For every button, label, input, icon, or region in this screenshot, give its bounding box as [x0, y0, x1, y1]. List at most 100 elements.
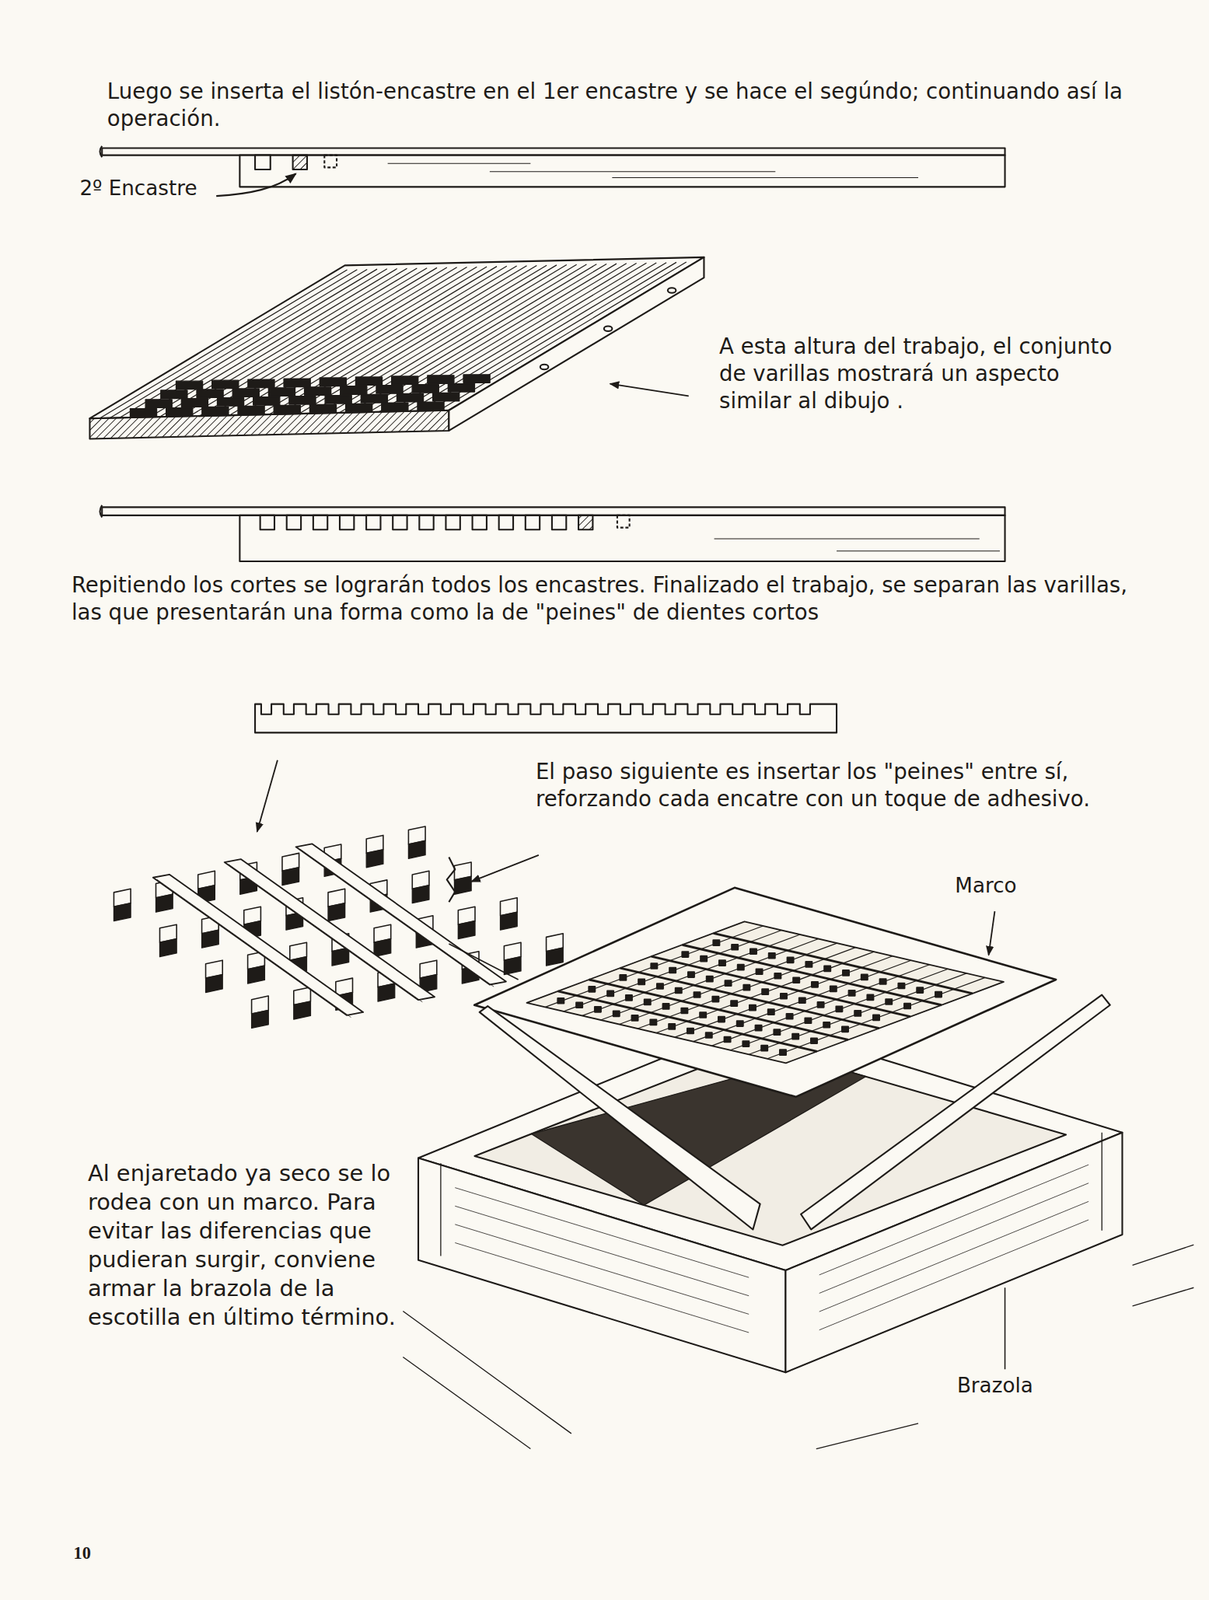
part-label: 2º Encastre — [79, 175, 253, 203]
comb-tooth-shade — [500, 911, 518, 930]
comb-block — [391, 376, 419, 385]
grating-tooth — [773, 1029, 780, 1035]
leader-arrow — [257, 760, 278, 832]
wood-grain — [819, 1219, 1089, 1331]
comb-block — [412, 384, 439, 393]
rod — [388, 263, 636, 413]
break-mark — [100, 146, 103, 158]
grating-comb — [730, 968, 948, 1050]
comb-block — [417, 401, 444, 410]
comb-tooth-shade — [202, 929, 220, 948]
joint-line — [440, 1163, 441, 1256]
notch — [260, 515, 275, 530]
wood-grain — [454, 1188, 749, 1278]
grating-tooth — [687, 1028, 694, 1035]
rod — [439, 262, 687, 411]
comb-block — [253, 397, 280, 406]
grating-tooth — [817, 1002, 825, 1008]
next-notch — [617, 515, 630, 528]
grating-tooth — [774, 973, 781, 979]
grating-tooth — [705, 1032, 713, 1038]
upper-batten — [101, 506, 1005, 515]
grating-tooth — [805, 961, 812, 968]
grating-tooth — [588, 986, 595, 993]
cross-slat — [296, 843, 507, 985]
wood-grain — [454, 1205, 749, 1296]
grating-comb — [748, 973, 967, 1055]
notch — [339, 515, 354, 530]
deck-plank — [402, 1356, 531, 1449]
wood-grain — [611, 177, 919, 179]
inserted-batten — [293, 155, 308, 170]
comb-block — [145, 399, 172, 408]
comb-tooth-shade — [328, 903, 346, 922]
comb-block — [319, 377, 346, 386]
grating-tooth — [594, 1006, 602, 1013]
comb-block — [175, 380, 203, 389]
upper-batten — [101, 147, 1005, 155]
grating-tooth — [649, 1020, 657, 1026]
grating-tooth — [619, 974, 626, 981]
grating-comb — [767, 977, 986, 1059]
joint-line — [1101, 1132, 1103, 1231]
notch — [392, 515, 407, 530]
comb-tooth-shade — [412, 885, 430, 904]
notch — [472, 515, 487, 530]
lower-board — [239, 515, 1005, 562]
comb-tooth-shade — [113, 903, 131, 922]
comb-block — [447, 384, 475, 392]
deck-plank — [1132, 1287, 1195, 1307]
comb-tooth-shade — [457, 921, 476, 940]
grating-comb — [637, 947, 856, 1029]
grating-tooth — [780, 993, 787, 1000]
grating-tooth — [650, 963, 657, 969]
instruction-note: A esta altura del trabajo, el conjunto d… — [719, 332, 1133, 416]
comb-tooth-shade — [156, 894, 174, 912]
grating-tooth — [842, 970, 850, 976]
notch — [286, 515, 301, 530]
grating-tooth — [737, 1020, 744, 1027]
grating-tooth — [799, 997, 806, 1003]
comb-block — [248, 379, 275, 388]
wood-grain — [387, 163, 532, 165]
grating-tooth — [688, 971, 695, 978]
grating-tooth — [638, 979, 645, 986]
wood-grain — [819, 1183, 1089, 1294]
rod — [398, 262, 647, 412]
grating-tooth — [724, 1037, 731, 1043]
comb-tooth-shade — [282, 867, 300, 886]
leader-arrow — [610, 384, 689, 397]
comb-tooth-shade — [251, 1009, 270, 1028]
comb-block — [345, 403, 373, 412]
grating-tooth — [725, 980, 732, 986]
grating-comb — [619, 943, 838, 1024]
comb-block — [217, 398, 245, 406]
grating-tooth — [656, 983, 664, 989]
grating-tooth — [730, 1000, 738, 1007]
grating-tooth — [786, 1013, 794, 1020]
grating-tooth — [880, 978, 887, 985]
grating-tooth — [681, 951, 689, 958]
grating-tooth — [607, 991, 614, 997]
grating-tooth — [854, 1010, 861, 1017]
grating-tooth — [756, 968, 763, 975]
grating-tooth — [755, 1025, 762, 1031]
grating-tooth — [694, 992, 701, 998]
comb-tooth-shade — [248, 965, 266, 984]
grating-tooth — [750, 948, 757, 954]
comb-block — [324, 395, 352, 404]
comb — [255, 704, 837, 734]
wood-grain — [157, 879, 351, 1017]
deck-plank — [402, 1310, 572, 1433]
instruction-note: Repitiendo los cortes se lograrán todos … — [71, 571, 1143, 627]
comb-block — [309, 404, 336, 413]
inserted-batten — [578, 515, 593, 530]
comb-block — [304, 387, 332, 395]
frame-side — [479, 1006, 761, 1230]
grating-tooth — [768, 953, 776, 959]
grating-tooth — [576, 1002, 583, 1008]
comb-block — [196, 389, 224, 398]
grating-comb — [563, 929, 782, 1011]
grating-tooth — [811, 981, 818, 988]
rod — [369, 263, 617, 413]
